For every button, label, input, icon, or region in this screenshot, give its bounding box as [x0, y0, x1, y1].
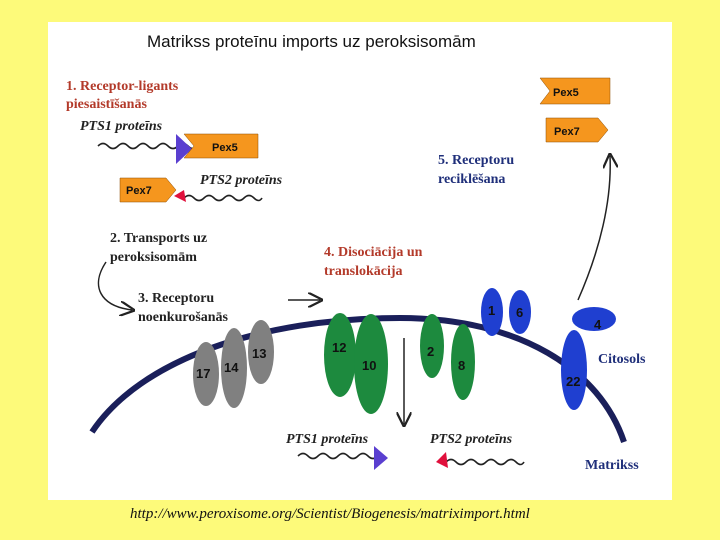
- pex6-number: 6: [516, 305, 523, 320]
- step4-label: 4. Disociācija un: [324, 245, 423, 260]
- pex8-protein: [451, 324, 475, 400]
- pex5-receptor-bound: [183, 133, 259, 159]
- step2-label-line2: peroksisomām: [110, 250, 197, 265]
- pex2-protein: [420, 314, 444, 378]
- step4-label-line2: translokācija: [324, 264, 403, 279]
- step3-label-line2: noenkurošanās: [138, 310, 229, 325]
- pex2-number: 2: [427, 344, 434, 359]
- pex13-number: 13: [252, 346, 266, 361]
- source-url: http://www.peroxisome.org/Scientist/Biog…: [130, 506, 530, 522]
- pex8-number: 8: [458, 358, 465, 373]
- pts1-tag-bottom: [374, 446, 388, 470]
- pex7-receptor-recycled: [545, 117, 609, 143]
- pts1-tag-top: [176, 134, 192, 164]
- pex1-number: 1: [488, 303, 495, 318]
- pex12-protein: [324, 313, 356, 397]
- pex17-number: 17: [196, 366, 210, 381]
- pex14-protein: [221, 328, 247, 408]
- pex5-receptor-recycled: [539, 77, 611, 105]
- pex7-label-bound: Pex7: [126, 185, 152, 197]
- pex1-protein: [481, 288, 503, 336]
- cytosol-label: Citosols: [598, 352, 646, 367]
- step2-label: 2. Transports uz: [110, 231, 208, 246]
- diagram-title: Matrikss proteīnu imports uz peroksisomā…: [147, 32, 476, 51]
- title-box: [128, 26, 556, 62]
- pts2-chain-bottom: [445, 458, 525, 466]
- pts1-protein-label-top: PTS1 proteīns: [80, 119, 163, 134]
- pts2-tag-bottom: [436, 452, 448, 468]
- pex5-label-bound: Pex5: [212, 142, 238, 154]
- pex22-number: 22: [566, 374, 580, 389]
- step5-label: 5. Receptoru: [438, 153, 515, 168]
- pex5-label-recycled: Pex5: [553, 87, 579, 99]
- pts2-protein-label-bottom: PTS2 proteīns: [430, 432, 513, 447]
- pex10-protein: [354, 314, 388, 414]
- pex6-protein: [509, 290, 531, 334]
- step1-label-line2: piesaistīšanās: [66, 97, 147, 112]
- pex17-protein: [193, 342, 219, 406]
- pex10-number: 10: [362, 358, 376, 373]
- pex14-number: 14: [224, 360, 239, 375]
- pts2-chain-top: [183, 194, 263, 202]
- arrow-recycling: [577, 156, 610, 301]
- pex13-protein: [248, 320, 274, 384]
- step3-label: 3. Receptoru: [138, 291, 215, 306]
- pts1-chain-bottom: [297, 452, 379, 460]
- pex22-protein: [561, 330, 587, 410]
- pts2-protein-label-top: PTS2 proteīns: [200, 173, 283, 188]
- pts1-protein-label-bottom: PTS1 proteīns: [286, 432, 369, 447]
- pex7-receptor-bound: [119, 177, 177, 203]
- pex4-number: 4: [594, 317, 602, 332]
- pex4-protein: [572, 307, 616, 331]
- step1-label: 1. Receptor-ligants: [66, 79, 179, 94]
- step5-label-line2: reciklēšana: [438, 172, 506, 187]
- pex7-label-recycled: Pex7: [554, 126, 580, 138]
- pex12-number: 12: [332, 340, 346, 355]
- matrix-label: Matrikss: [585, 458, 639, 473]
- pts2-tag-top: [174, 190, 186, 202]
- arrow-transport: [97, 261, 132, 310]
